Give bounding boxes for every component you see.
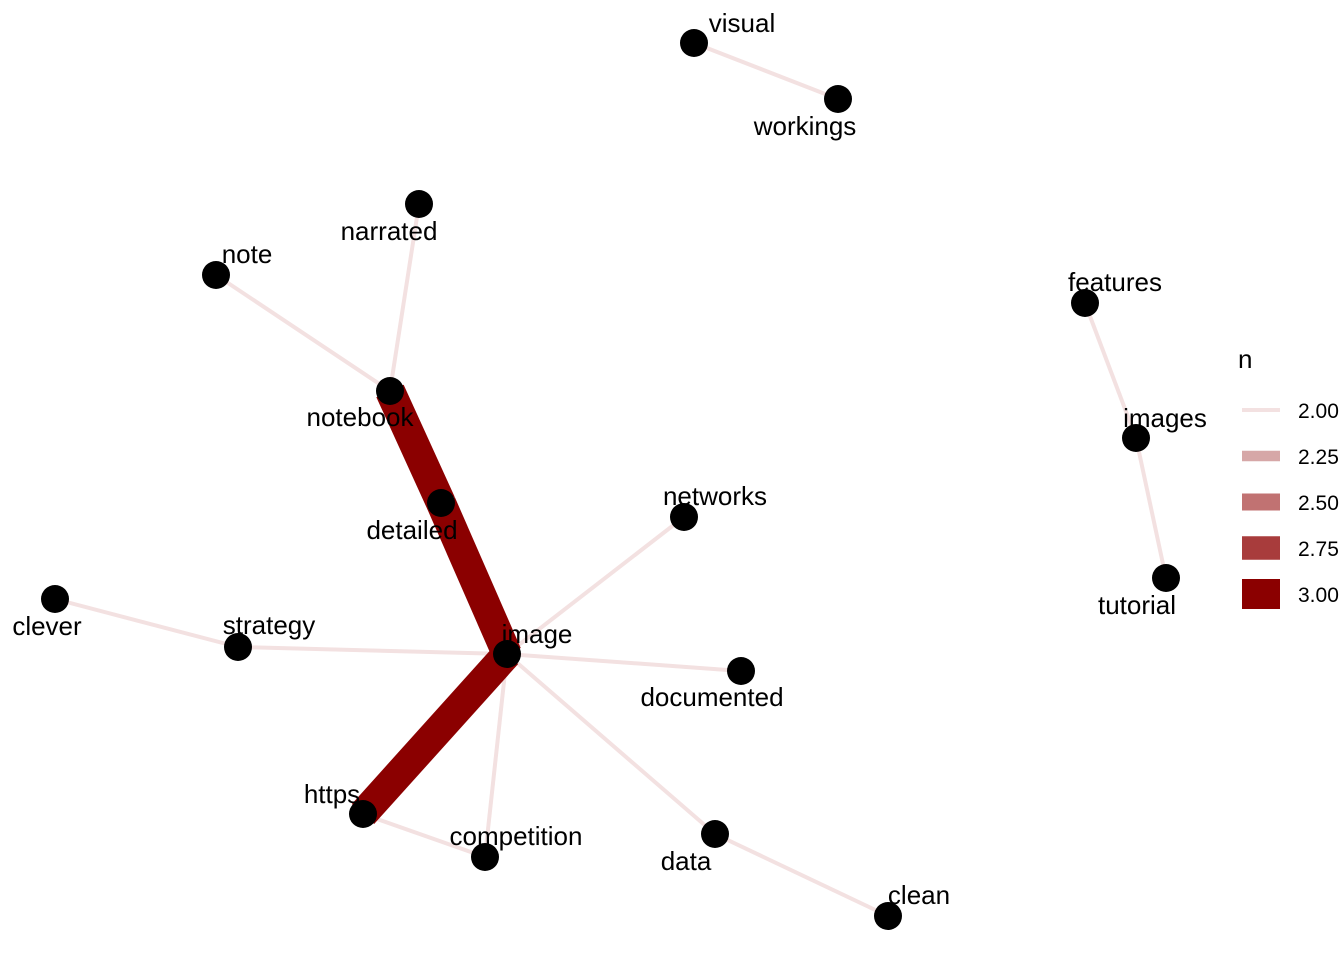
node-data [701, 820, 729, 848]
edge-features-images [1083, 302, 1138, 439]
edge-strategy-clever [54, 597, 239, 649]
node-label-images: images [1123, 403, 1207, 433]
edge-narrated-notebook [388, 203, 421, 392]
edge-notebook-detailed [376, 384, 455, 510]
node-label-features: features [1068, 267, 1162, 297]
node-label-visual: visual [709, 8, 775, 38]
node-label-data: data [661, 846, 712, 876]
edge-visual-workings [693, 41, 839, 101]
node-narrated [405, 190, 433, 218]
node-label-strategy: strategy [223, 610, 316, 640]
edge-image-networks [505, 515, 686, 656]
node-label-narrated: narrated [341, 216, 438, 246]
edge-image-documented [506, 652, 742, 673]
edge-images-tutorial [1134, 437, 1168, 579]
nodes-layer [41, 29, 1180, 930]
node-label-tutorial: tutorial [1098, 590, 1176, 620]
edge-detailed-image [427, 496, 521, 661]
legend-title: n [1238, 344, 1252, 374]
node-label-detailed: detailed [366, 515, 457, 545]
legend-label-3.00: 3.00 [1298, 584, 1339, 607]
legend-key-2.00 [1242, 408, 1280, 412]
legend-label-2.00: 2.00 [1298, 400, 1339, 423]
node-label-clever: clever [12, 611, 82, 641]
legend-key-2.50 [1242, 493, 1280, 511]
node-label-networks: networks [663, 481, 767, 511]
legend-label-2.50: 2.50 [1298, 492, 1339, 515]
node-label-notebook: notebook [307, 402, 415, 432]
node-notebook [376, 377, 404, 405]
edge-data-clean [714, 832, 889, 918]
node-label-documented: documented [640, 682, 783, 712]
node-label-workings: workings [753, 111, 857, 141]
legend-label-2.75: 2.75 [1298, 538, 1339, 561]
node-label-clean: clean [888, 880, 950, 910]
node-visual [680, 29, 708, 57]
legend-key-3.00 [1242, 579, 1280, 609]
node-strategy [224, 633, 252, 661]
labels-layer: visual workings narrated note notebook detail… [12, 8, 1207, 910]
node-label-note: note [222, 239, 273, 269]
node-tutorial [1152, 564, 1180, 592]
edge-image-strategy [237, 645, 508, 656]
node-label-https: https [304, 779, 360, 809]
edge-image-competition [483, 653, 509, 858]
edge-image-data [505, 652, 717, 836]
node-clever [41, 585, 69, 613]
node-detailed [427, 489, 455, 517]
node-label-competition: competition [450, 821, 583, 851]
legend-key-2.75 [1242, 536, 1280, 560]
legend-label-2.25: 2.25 [1298, 446, 1339, 469]
node-networks [670, 503, 698, 531]
node-note [202, 261, 230, 289]
edge-image-https [351, 643, 519, 825]
node-workings [824, 85, 852, 113]
node-competition [471, 843, 499, 871]
node-images [1122, 424, 1150, 452]
edges-layer [54, 41, 1168, 918]
node-https [349, 800, 377, 828]
node-clean [874, 902, 902, 930]
node-features [1071, 289, 1099, 317]
legend: n 2.00 2.25 2.50 2.75 3.00 [1238, 344, 1339, 609]
edge-https-competition [362, 812, 486, 859]
node-image [493, 640, 521, 668]
node-documented [727, 657, 755, 685]
edge-note-notebook [214, 273, 392, 393]
legend-key-2.25 [1242, 450, 1280, 462]
legend-items: 2.00 2.25 2.50 2.75 3.00 [1242, 400, 1339, 609]
node-label-image: image [502, 619, 573, 649]
